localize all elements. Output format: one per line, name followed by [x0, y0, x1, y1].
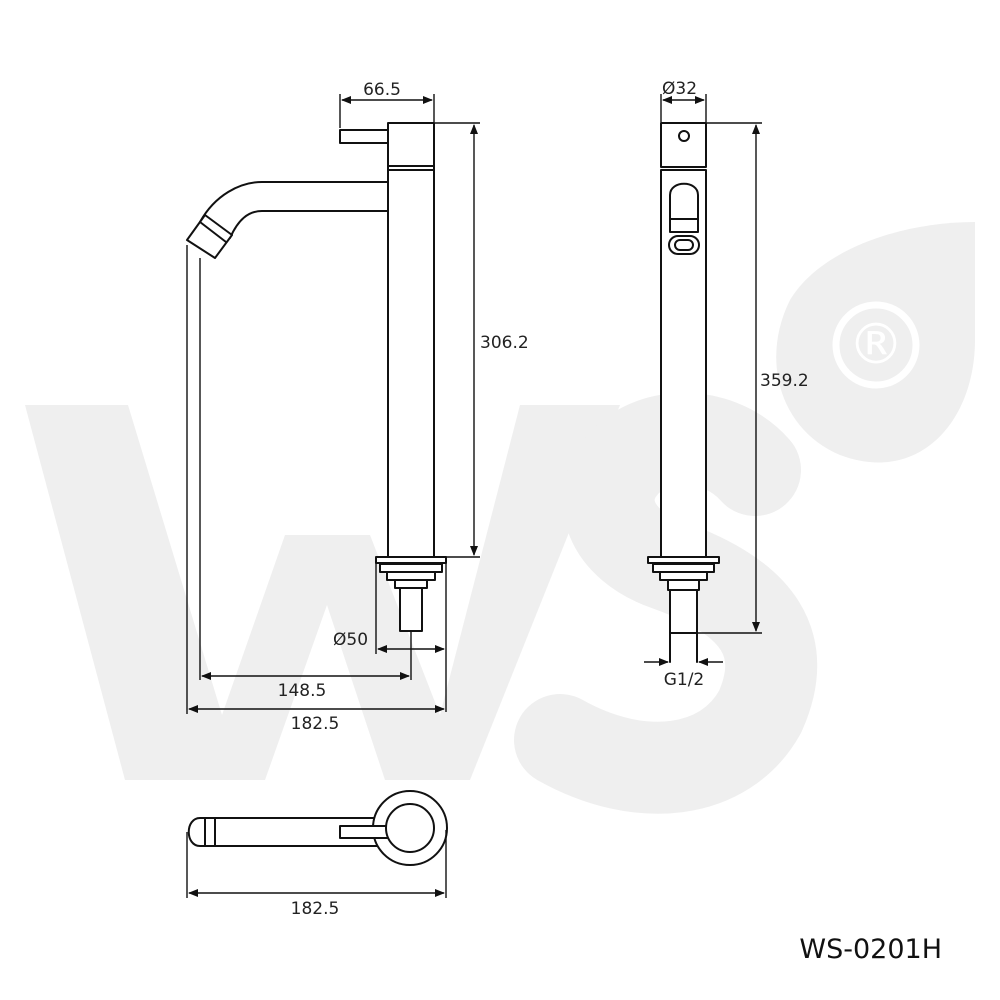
side-aerator: [186, 214, 233, 259]
dim-side-height: 306.2: [480, 333, 529, 353]
front-handle-block: [660, 122, 707, 168]
front-handle-dot: [678, 130, 690, 142]
front-shank: [669, 589, 698, 634]
side-handle-lever: [339, 129, 391, 144]
side-dimensions: 66.5 306.2 Ø50 148.5 182.5: [186, 80, 529, 734]
front-body-column: [660, 169, 707, 559]
dim-handle-width: 66.5: [363, 80, 401, 100]
top-dimensions: 182.5: [186, 830, 447, 919]
front-dimensions: Ø32 359.2 G1/2: [644, 79, 809, 690]
watermark-w-shape: [25, 405, 620, 780]
front-base-flange: [647, 556, 720, 564]
watermark-leaf-shape: [776, 222, 975, 463]
dim-spout-reach: 148.5: [278, 681, 327, 701]
dim-top-overall-width: 182.5: [291, 899, 340, 919]
side-view: [186, 122, 447, 632]
top-spout: [211, 817, 393, 847]
front-base-washer: [652, 563, 715, 573]
side-aerator-ring: [199, 221, 227, 243]
front-shank-top: [667, 579, 700, 591]
dim-base-diameter: Ø50: [333, 630, 368, 650]
side-base-washer: [379, 563, 443, 573]
side-body-column: [387, 122, 435, 559]
dim-thread: G1/2: [664, 670, 705, 690]
front-view: [647, 122, 720, 663]
side-base-nut: [386, 571, 436, 581]
front-base-nut: [659, 571, 708, 581]
dim-overall-width: 182.5: [291, 714, 340, 734]
top-aerator: [187, 817, 216, 847]
side-shank: [399, 587, 423, 632]
side-base-flange: [375, 556, 447, 564]
side-spout: [199, 181, 389, 239]
top-handle-lever: [339, 825, 391, 839]
front-spout-outlet: [669, 182, 699, 233]
front-aerator-inner: [674, 239, 694, 251]
registered-mark-ring: [832, 301, 920, 389]
dim-body-diameter: Ø32: [662, 79, 697, 99]
model-number: WS-0201H: [799, 934, 942, 965]
watermark-logo: ®: [25, 222, 975, 814]
side-shank-top: [394, 579, 428, 589]
registered-mark: ®: [848, 313, 904, 378]
top-view: [187, 790, 448, 866]
top-body-inner: [385, 803, 435, 853]
dim-front-height: 359.2: [760, 371, 809, 391]
